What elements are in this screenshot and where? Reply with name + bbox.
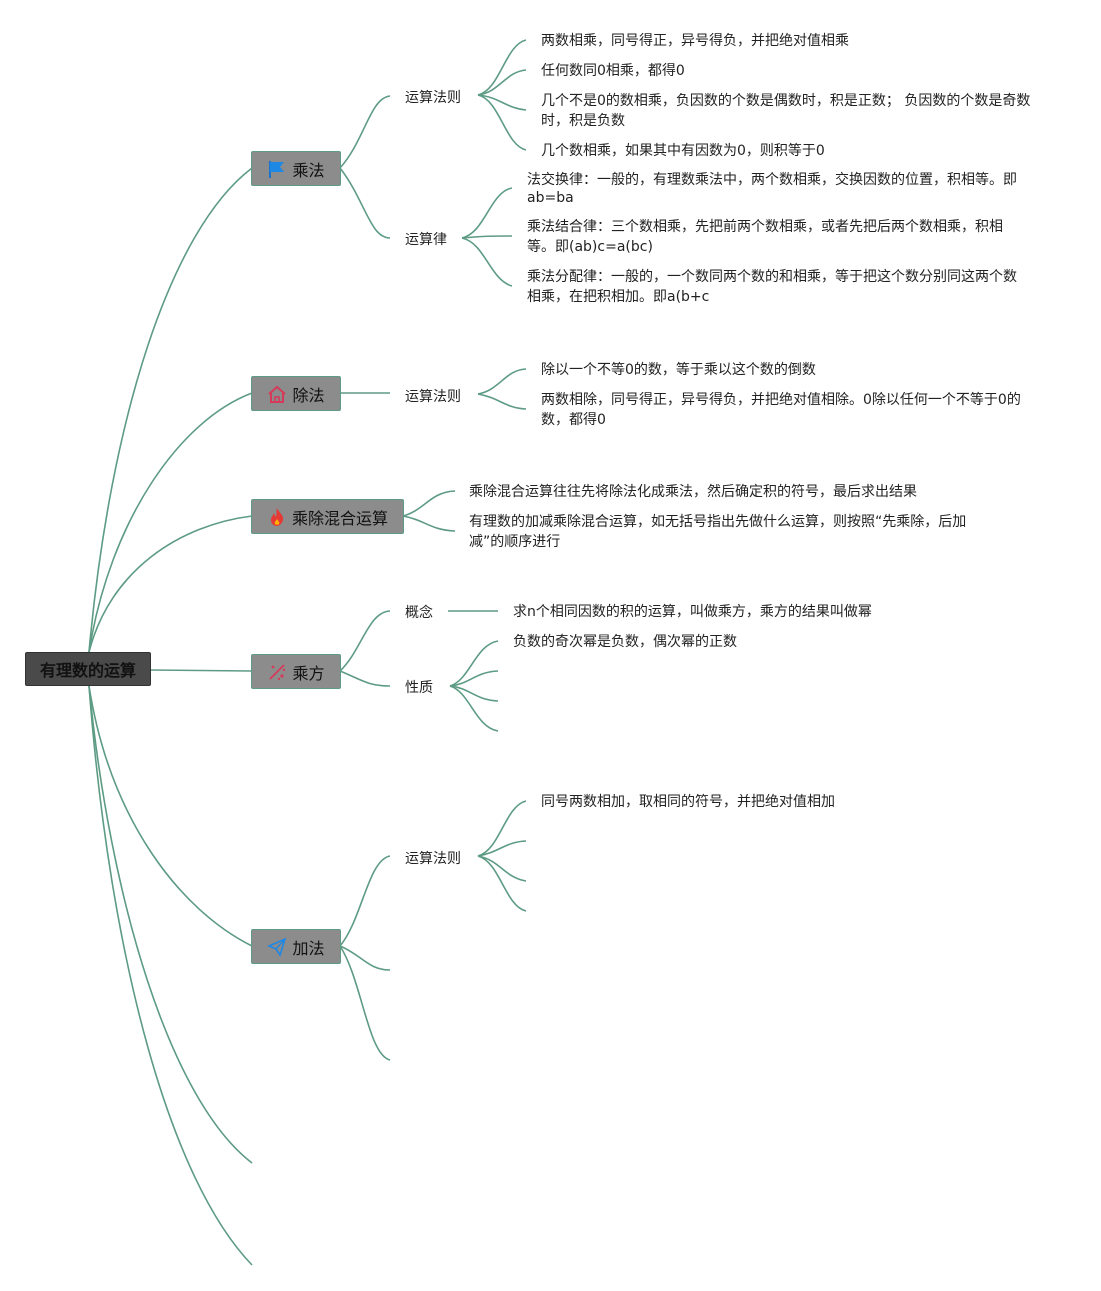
edge-divide-2 bbox=[477, 393, 527, 410]
divide-rule-2[interactable]: 两数相除，同号得正，异号得负，并把绝对值相除。0除以任何一个不等于0的数，都得0 bbox=[541, 392, 1021, 428]
edge-add-rules bbox=[339, 855, 391, 947]
edge-mixed-2 bbox=[402, 515, 456, 532]
power-property-label[interactable]: 性质 bbox=[405, 680, 433, 696]
edge-rules-1 bbox=[477, 39, 527, 96]
divide-rules-label[interactable]: 运算法则 bbox=[405, 389, 461, 405]
edge-laws-2 bbox=[461, 235, 513, 239]
edge-property-2 bbox=[449, 670, 499, 687]
edge-root-divide bbox=[88, 392, 253, 653]
root-label: 有理数的运算 bbox=[39, 661, 136, 680]
edge-root-power bbox=[149, 669, 253, 672]
edge-rules-4 bbox=[477, 94, 527, 151]
edge-multiply-laws bbox=[339, 167, 391, 239]
edge-addrules-1 bbox=[477, 800, 527, 857]
add-rules-label[interactable]: 运算法则 bbox=[405, 851, 461, 867]
edge-root-multiply bbox=[88, 167, 253, 653]
edge-add-empty-1 bbox=[339, 945, 391, 971]
flag-icon bbox=[267, 159, 287, 179]
branch-multiply-label: 乘法 bbox=[292, 160, 325, 180]
edge-add-empty-2 bbox=[339, 945, 391, 1061]
edge-property-1 bbox=[449, 640, 499, 687]
power-concept-text[interactable]: 求n个相同因数的积的运算，叫做乘方，乘方的结果叫做幂 bbox=[513, 604, 872, 620]
branch-power[interactable]: 乘方 bbox=[251, 654, 341, 689]
edge-root-empty-1 bbox=[88, 685, 253, 1164]
branch-divide-label: 除法 bbox=[292, 385, 325, 405]
branch-add-label: 加法 bbox=[292, 938, 325, 958]
house-icon bbox=[267, 384, 287, 404]
sparkle-icon bbox=[267, 662, 287, 682]
mixed-item-2[interactable]: 有理数的加减乘除混合运算，如无括号指出先做什么运算，则按照“先乘除，后加减”的顺… bbox=[469, 514, 967, 550]
edge-addrules-4 bbox=[477, 855, 527, 912]
root-node[interactable]: 有理数的运算 bbox=[25, 652, 151, 686]
branch-power-label: 乘方 bbox=[292, 663, 325, 683]
edge-root-add bbox=[88, 685, 253, 947]
edge-laws-1 bbox=[461, 187, 513, 239]
edge-addrules-2 bbox=[477, 840, 527, 857]
edge-root-empty-2 bbox=[88, 685, 253, 1266]
edge-rules-3 bbox=[477, 94, 527, 111]
multiply-rules-label[interactable]: 运算法则 bbox=[405, 90, 461, 106]
paper-plane-icon bbox=[267, 937, 287, 957]
branch-divide[interactable]: 除法 bbox=[251, 376, 341, 411]
edge-rules-2 bbox=[477, 69, 527, 96]
multiply-rule-1[interactable]: 两数相乘，同号得正，异号得负，并把绝对值相乘 bbox=[541, 33, 849, 49]
branch-add[interactable]: 加法 bbox=[251, 929, 341, 964]
edge-laws-3 bbox=[461, 237, 513, 287]
add-rule-1[interactable]: 同号两数相加，取相同的符号，并把绝对值相加 bbox=[541, 794, 835, 810]
multiply-rule-4[interactable]: 几个数相乘，如果其中有因数为0，则积等于0 bbox=[541, 143, 825, 159]
branch-mixed-label: 乘除混合运算 bbox=[291, 508, 388, 528]
multiply-rule-3[interactable]: 几个不是0的数相乘，负因数的个数是偶数时，积是正数； 负因数的个数是奇数时，积是… bbox=[541, 93, 1031, 129]
edge-property-3 bbox=[449, 685, 499, 702]
edge-property-4 bbox=[449, 685, 499, 732]
power-concept-label[interactable]: 概念 bbox=[405, 605, 433, 621]
multiply-laws-label[interactable]: 运算律 bbox=[405, 232, 447, 248]
edge-power-concept bbox=[339, 610, 391, 672]
edge-mixed-1 bbox=[402, 490, 456, 517]
multiply-law-2[interactable]: 乘法结合律：三个数相乘，先把前两个数相乘，或者先把后两个数相乘，积相等。即(ab… bbox=[527, 219, 1003, 255]
edge-multiply-rules bbox=[339, 95, 391, 169]
multiply-rule-2[interactable]: 任何数同0相乘，都得0 bbox=[541, 63, 685, 79]
mixed-item-1[interactable]: 乘除混合运算往往先将除法化成乘法，然后确定积的符号，最后求出结果 bbox=[469, 484, 917, 500]
multiply-law-1[interactable]: 法交换律：一般的，有理数乘法中，两个数相乘，交换因数的位置，积相等。即ab=ba bbox=[527, 172, 1017, 206]
power-property-1[interactable]: 负数的奇次幂是负数，偶次幂的正数 bbox=[513, 634, 737, 650]
fire-icon bbox=[267, 507, 287, 527]
edge-root-mixed bbox=[88, 515, 253, 653]
edge-divide-1 bbox=[477, 368, 527, 395]
branch-mixed[interactable]: 乘除混合运算 bbox=[251, 499, 404, 534]
divide-rule-1[interactable]: 除以一个不等0的数，等于乘以这个数的倒数 bbox=[541, 362, 816, 378]
branch-multiply[interactable]: 乘法 bbox=[251, 151, 341, 186]
multiply-law-3[interactable]: 乘法分配律：一般的，一个数同两个数的和相乘，等于把这个数分别同这两个数相乘，在把… bbox=[527, 269, 1017, 305]
edge-power-property bbox=[339, 670, 391, 687]
